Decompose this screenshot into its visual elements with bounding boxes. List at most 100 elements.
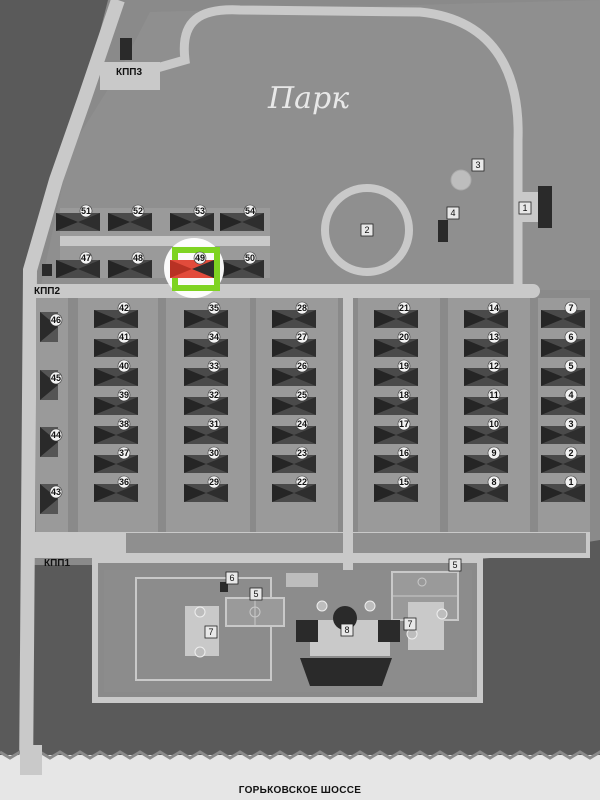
house-9[interactable]: 9 <box>464 446 508 473</box>
house-7[interactable]: 7 <box>541 301 585 328</box>
house-26[interactable]: 26 <box>272 359 316 386</box>
facility-2[interactable]: 2 <box>360 223 374 237</box>
house-4[interactable]: 4 <box>541 388 585 415</box>
house-38[interactable]: 38 <box>94 417 138 444</box>
house-27[interactable]: 27 <box>272 330 316 357</box>
house-33[interactable]: 33 <box>184 359 228 386</box>
house-number: 33 <box>209 361 219 371</box>
kpp1-label[interactable]: КПП1 <box>44 558 70 569</box>
house-45[interactable]: 45 <box>40 370 63 400</box>
house-number: 29 <box>209 477 219 487</box>
house-number: 27 <box>297 332 307 342</box>
house-28[interactable]: 28 <box>272 301 316 328</box>
facility-number: 5 <box>452 560 457 570</box>
house-number: 6 <box>568 332 573 342</box>
house-35[interactable]: 35 <box>184 301 228 328</box>
house-number: 2 <box>568 448 573 458</box>
facility-1[interactable]: 1 <box>518 201 532 215</box>
facility-6[interactable]: 6 <box>225 571 239 585</box>
house-44[interactable]: 44 <box>40 427 63 457</box>
house-number: 14 <box>489 303 499 313</box>
house-22[interactable]: 22 <box>272 475 316 502</box>
house-number: 5 <box>568 361 573 371</box>
house-number: 43 <box>51 487 61 497</box>
facility-3[interactable]: 3 <box>471 158 485 172</box>
house-number: 49 <box>195 253 205 263</box>
house-34[interactable]: 34 <box>184 330 228 357</box>
house-13[interactable]: 13 <box>464 330 508 357</box>
house-number: 23 <box>297 448 307 458</box>
house-21[interactable]: 21 <box>374 301 418 328</box>
house-number: 36 <box>119 477 129 487</box>
house-46[interactable]: 46 <box>40 312 63 342</box>
circle-plaza <box>321 184 413 276</box>
house-53[interactable]: 53 <box>170 204 214 231</box>
house-52[interactable]: 52 <box>108 204 152 231</box>
house-29[interactable]: 29 <box>184 475 228 502</box>
house-1[interactable]: 1 <box>541 475 585 502</box>
house-number: 12 <box>489 361 499 371</box>
house-number: 53 <box>195 206 205 216</box>
house-12[interactable]: 12 <box>464 359 508 386</box>
house-number: 30 <box>209 448 219 458</box>
house-49[interactable]: 49 <box>170 251 214 278</box>
house-10[interactable]: 10 <box>464 417 508 444</box>
house-number: 13 <box>489 332 499 342</box>
house-43[interactable]: 43 <box>40 484 63 514</box>
house-48[interactable]: 48 <box>108 251 152 278</box>
house-50[interactable]: 50 <box>220 251 264 278</box>
house-16[interactable]: 16 <box>374 446 418 473</box>
house-8[interactable]: 8 <box>464 475 508 502</box>
house-30[interactable]: 30 <box>184 446 228 473</box>
house-39[interactable]: 39 <box>94 388 138 415</box>
house-32[interactable]: 32 <box>184 388 228 415</box>
house-number: 24 <box>297 419 307 429</box>
house-54[interactable]: 54 <box>220 204 264 231</box>
facility-number: 5 <box>253 589 258 599</box>
house-18[interactable]: 18 <box>374 388 418 415</box>
house-number: 19 <box>399 361 409 371</box>
house-24[interactable]: 24 <box>272 417 316 444</box>
highway-wave <box>0 750 600 760</box>
facility-5[interactable]: 5 <box>249 587 263 601</box>
house-6[interactable]: 6 <box>541 330 585 357</box>
facility-7[interactable]: 7 <box>403 617 417 631</box>
house-5[interactable]: 5 <box>541 359 585 386</box>
kpp2-label[interactable]: КПП2 <box>34 286 60 297</box>
house-number: 38 <box>119 419 129 429</box>
house-51[interactable]: 51 <box>56 204 100 231</box>
highway-label: ГОРЬКОВСКОЕ ШОССЕ <box>239 785 362 796</box>
kpp3-label[interactable]: КПП3 <box>116 67 142 78</box>
house-36[interactable]: 36 <box>94 475 138 502</box>
house-15[interactable]: 15 <box>374 475 418 502</box>
facility-8[interactable]: 8 <box>340 623 354 637</box>
house-25[interactable]: 25 <box>272 388 316 415</box>
house-2[interactable]: 2 <box>541 446 585 473</box>
facility-4[interactable]: 4 <box>446 206 460 220</box>
house-number: 51 <box>81 206 91 216</box>
park-label: Парк <box>267 81 349 116</box>
house-number: 45 <box>51 373 61 383</box>
facility-7[interactable]: 7 <box>204 625 218 639</box>
house-number: 8 <box>491 477 496 487</box>
house-17[interactable]: 17 <box>374 417 418 444</box>
facility-5[interactable]: 5 <box>448 558 462 572</box>
house-11[interactable]: 11 <box>464 388 508 415</box>
house-42[interactable]: 42 <box>94 301 138 328</box>
house-47[interactable]: 47 <box>56 251 100 278</box>
house-number: 26 <box>297 361 307 371</box>
house-40[interactable]: 40 <box>94 359 138 386</box>
house-37[interactable]: 37 <box>94 446 138 473</box>
house-19[interactable]: 19 <box>374 359 418 386</box>
house-number: 46 <box>51 315 61 325</box>
central-road <box>343 298 353 598</box>
house-number: 1 <box>568 477 573 487</box>
highway <box>0 755 600 800</box>
house-23[interactable]: 23 <box>272 446 316 473</box>
house-31[interactable]: 31 <box>184 417 228 444</box>
house-20[interactable]: 20 <box>374 330 418 357</box>
house-14[interactable]: 14 <box>464 301 508 328</box>
house-3[interactable]: 3 <box>541 417 585 444</box>
house-41[interactable]: 41 <box>94 330 138 357</box>
